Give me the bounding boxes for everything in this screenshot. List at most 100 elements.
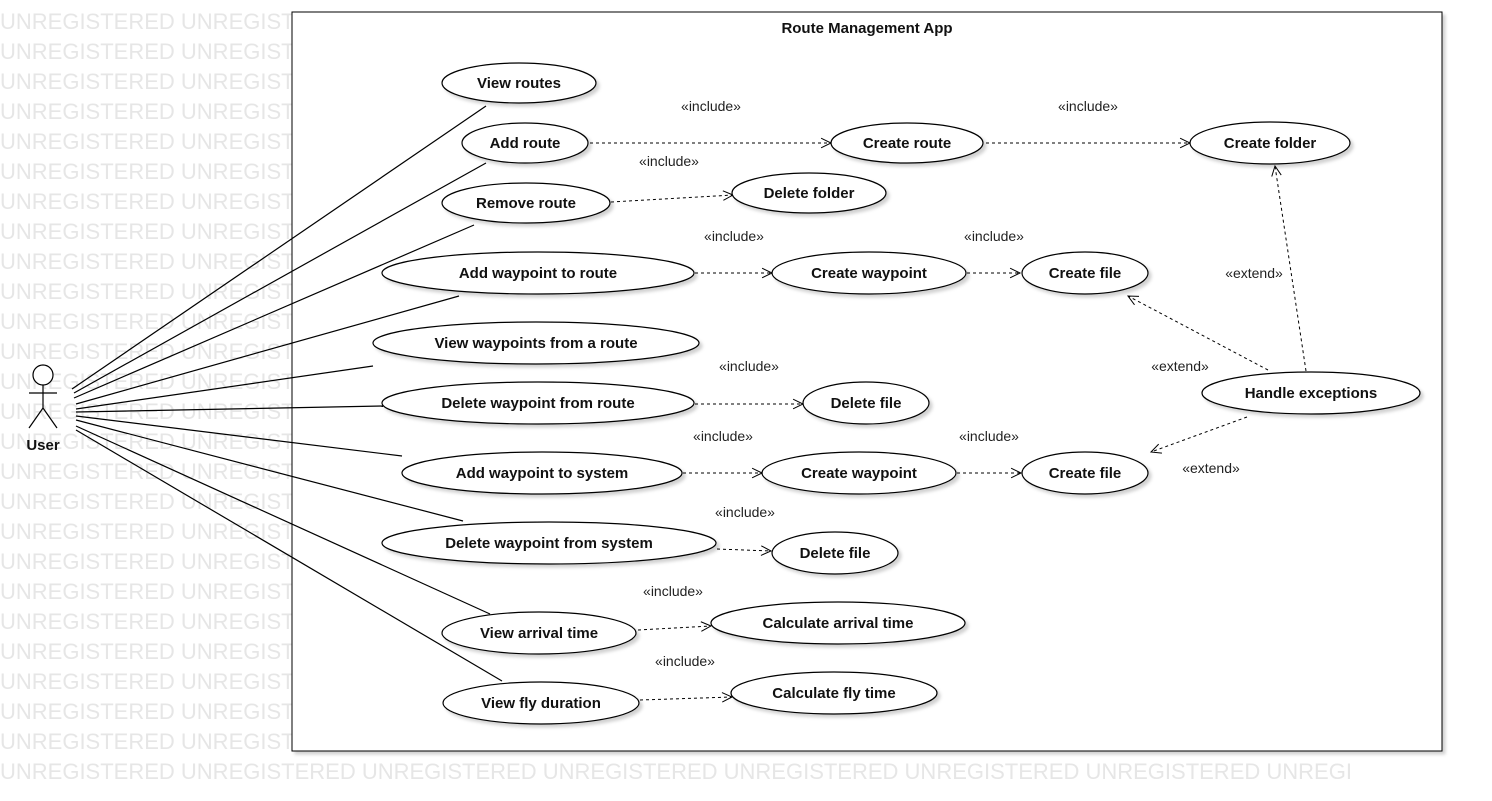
use-case-label: Calculate arrival time xyxy=(763,615,914,632)
stereotype-label: «include» xyxy=(704,228,764,244)
use-case-add-waypoint-to-system[interactable]: Add waypoint to system xyxy=(401,451,683,495)
association-delete-waypoint-from-route xyxy=(75,405,384,413)
use-case-label: Delete file xyxy=(831,395,902,412)
use-case-ellipse xyxy=(1201,371,1421,415)
use-case-label: Add route xyxy=(490,135,561,152)
arrowhead xyxy=(760,545,773,556)
use-case-label: View waypoints from a route xyxy=(434,335,637,352)
association-delete-waypoint-from-system xyxy=(75,419,464,522)
use-case-create-file-2[interactable]: Create file xyxy=(1021,451,1149,495)
use-case-label: Add waypoint to system xyxy=(456,465,629,482)
relationships xyxy=(590,137,1307,703)
actor-left-leg xyxy=(28,407,44,429)
use-case-view-waypoints-from-route[interactable]: View waypoints from a route xyxy=(372,321,700,365)
use-case-label: Delete file xyxy=(800,545,871,562)
stereotype-label: «extend» xyxy=(1225,265,1283,281)
use-case-delete-folder[interactable]: Delete folder xyxy=(731,172,887,214)
use-case-label: Create file xyxy=(1049,465,1122,482)
system-title: Route Management App xyxy=(781,20,952,37)
use-case-ellipse xyxy=(381,251,695,295)
use-case-label: View arrival time xyxy=(480,625,598,642)
use-case-ellipse xyxy=(381,521,717,565)
use-case-delete-file-1[interactable]: Delete file xyxy=(802,381,930,425)
stereotype-label: «include» xyxy=(693,428,753,444)
association-add-waypoint-to-route xyxy=(75,295,460,405)
use-case-ellipse xyxy=(442,681,640,725)
use-case-add-route[interactable]: Add route xyxy=(461,122,589,164)
stereotype-label: «extend» xyxy=(1182,460,1240,476)
association-view-routes xyxy=(71,105,487,390)
stereotype-label: «include» xyxy=(681,98,741,114)
use-case-label: Handle exceptions xyxy=(1245,385,1378,402)
stereotype-label: «include» xyxy=(639,153,699,169)
relationship-remove-route-to-delete-folder xyxy=(610,194,734,203)
use-case-create-folder[interactable]: Create folder xyxy=(1189,121,1351,165)
association-view-arrival-time xyxy=(75,425,491,615)
use-case-remove-route[interactable]: Remove route xyxy=(441,182,611,224)
use-case-create-file-1[interactable]: Create file xyxy=(1021,251,1149,295)
association-add-route xyxy=(73,162,487,394)
relationship-view-arrival-time-to-calculate-arrival-time xyxy=(637,625,712,631)
actor-label: User xyxy=(26,437,60,454)
use-case-label: Create file xyxy=(1049,265,1122,282)
use-case-label: Remove route xyxy=(476,195,576,212)
relationship-handle-exceptions-to-create-file-1 xyxy=(1127,295,1269,371)
use-case-delete-waypoint-from-system[interactable]: Delete waypoint from system xyxy=(381,521,717,565)
use-case-ellipse xyxy=(381,381,695,425)
actor-right-leg xyxy=(42,407,58,429)
stereotype-labels: «include» «include» «include» «include» «inc… xyxy=(639,98,1283,669)
actor-head xyxy=(32,364,54,386)
stereotype-label: «include» xyxy=(643,583,703,599)
stereotype-label: «include» xyxy=(959,428,1019,444)
use-case-label: Create waypoint xyxy=(811,265,927,282)
relationship-handle-exceptions-to-create-folder xyxy=(1274,165,1307,372)
use-case-delete-file-2[interactable]: Delete file xyxy=(771,531,899,575)
use-case-ellipse xyxy=(1021,451,1149,495)
arrowhead xyxy=(700,621,713,632)
use-case-label: View fly duration xyxy=(481,695,601,712)
stereotype-label: «include» xyxy=(719,358,779,374)
use-case-create-route[interactable]: Create route xyxy=(830,122,984,164)
watermark-row: UNREGISTERED UNREGISTERED UNREGISTERED U… xyxy=(0,759,1352,784)
use-case-label: Add waypoint to route xyxy=(459,265,617,282)
use-case-label: View routes xyxy=(477,75,561,92)
use-case-label: Create route xyxy=(863,135,951,152)
use-case-delete-waypoint-from-route[interactable]: Delete waypoint from route xyxy=(381,381,695,425)
use-case-create-waypoint-2[interactable]: Create waypoint xyxy=(761,451,957,495)
associations xyxy=(71,105,503,682)
association-view-fly-duration xyxy=(75,429,503,682)
use-case-ellipse xyxy=(830,122,984,164)
actor-user[interactable]: User xyxy=(26,364,60,454)
use-case-ellipse xyxy=(1189,121,1351,165)
use-case-label: Calculate fly time xyxy=(772,685,895,702)
use-case-label: Create waypoint xyxy=(801,465,917,482)
use-case-ellipse xyxy=(372,321,700,365)
arrowhead xyxy=(1126,295,1140,306)
use-case-ellipse xyxy=(730,671,938,715)
use-case-create-waypoint-1[interactable]: Create waypoint xyxy=(771,251,967,295)
use-case-add-waypoint-to-route[interactable]: Add waypoint to route xyxy=(381,251,695,295)
use-case-ellipse xyxy=(761,451,957,495)
use-case-calculate-arrival-time[interactable]: Calculate arrival time xyxy=(710,601,966,645)
use-case-label: Delete folder xyxy=(764,185,855,202)
use-case-view-arrival-time[interactable]: View arrival time xyxy=(441,611,637,655)
use-case-handle-exceptions[interactable]: Handle exceptions xyxy=(1201,371,1421,415)
use-case-ellipse xyxy=(441,182,611,224)
use-case-calculate-fly-time[interactable]: Calculate fly time xyxy=(730,671,938,715)
arrowhead xyxy=(1010,467,1023,479)
use-case-view-fly-duration[interactable]: View fly duration xyxy=(442,681,640,725)
use-case-ellipse xyxy=(731,172,887,214)
use-case-view-routes[interactable]: View routes xyxy=(441,62,597,104)
use-case-label: Delete waypoint from route xyxy=(441,395,634,412)
use-case-ellipse xyxy=(441,611,637,655)
stereotype-label: «include» xyxy=(964,228,1024,244)
use-case-ellipse xyxy=(1021,251,1149,295)
use-case-ellipse xyxy=(401,451,683,495)
use-case-label: Delete waypoint from system xyxy=(445,535,653,552)
stereotype-label: «include» xyxy=(715,504,775,520)
association-add-waypoint-to-system xyxy=(75,415,403,457)
arrowhead xyxy=(1009,267,1022,279)
